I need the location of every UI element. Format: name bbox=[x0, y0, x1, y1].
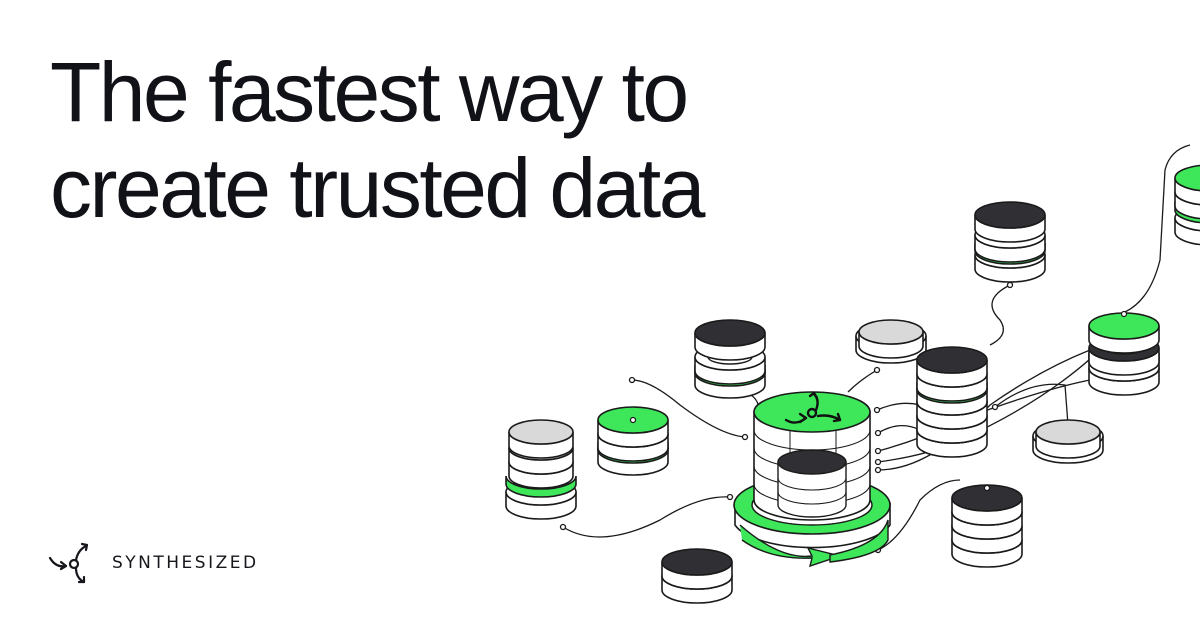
database-network-illustration bbox=[505, 144, 1200, 604]
synthesized-logo-icon bbox=[48, 542, 89, 584]
headline: The fastest way to create trusted data bbox=[50, 44, 705, 236]
headline-line-1: The fastest way to bbox=[50, 45, 689, 139]
headline-line-2: create trusted data bbox=[50, 141, 705, 235]
brand-lockup: SYNTHESIZED bbox=[48, 540, 259, 586]
brand-name: SYNTHESIZED bbox=[112, 553, 259, 573]
core-synthesis-engine bbox=[733, 391, 891, 568]
